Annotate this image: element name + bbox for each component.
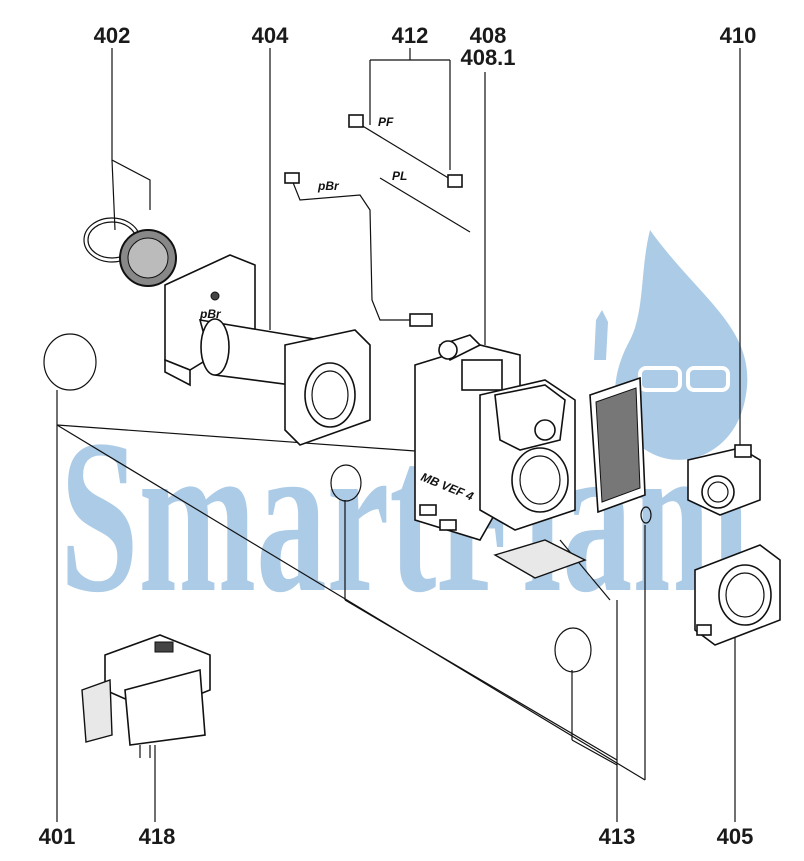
leader-lines <box>56 48 741 822</box>
watermark-text: SmartFlam <box>60 394 750 638</box>
callout-412: 412 <box>391 23 429 48</box>
callout-408: 408 <box>469 23 507 48</box>
filter-screen <box>589 376 646 514</box>
flange-tube-404: pBr <box>164 254 371 446</box>
pl-marking: PL <box>392 169 407 183</box>
callout-404: 404 <box>251 23 289 48</box>
flange-405 <box>694 544 781 646</box>
pf-marking: PF <box>378 115 394 129</box>
connector-418 <box>81 634 211 758</box>
small-o-ring <box>640 506 652 524</box>
callout-408-1: 408.1 <box>460 45 516 70</box>
gas-valve-408: MB VEF 4 <box>414 334 587 579</box>
callout-402: 402 <box>93 23 131 48</box>
mesh-filter-402 <box>119 229 177 287</box>
o-ring-401 <box>43 333 97 391</box>
watermark-logo <box>594 230 748 460</box>
pressure-switch-410 <box>687 444 761 516</box>
callout-413: 413 <box>598 824 636 849</box>
o-ring-413-b <box>554 627 592 673</box>
o-ring-413-a <box>330 464 362 502</box>
pressure-pipes-412: pBr PF PL <box>284 114 471 327</box>
pbr-pipe-marking: pBr <box>317 179 340 193</box>
pbr-flange-marking: pBr <box>199 307 222 321</box>
callout-405: 405 <box>716 824 754 849</box>
callout-401: 401 <box>38 824 76 849</box>
callout-410: 410 <box>719 23 757 48</box>
callout-418: 418 <box>138 824 176 849</box>
